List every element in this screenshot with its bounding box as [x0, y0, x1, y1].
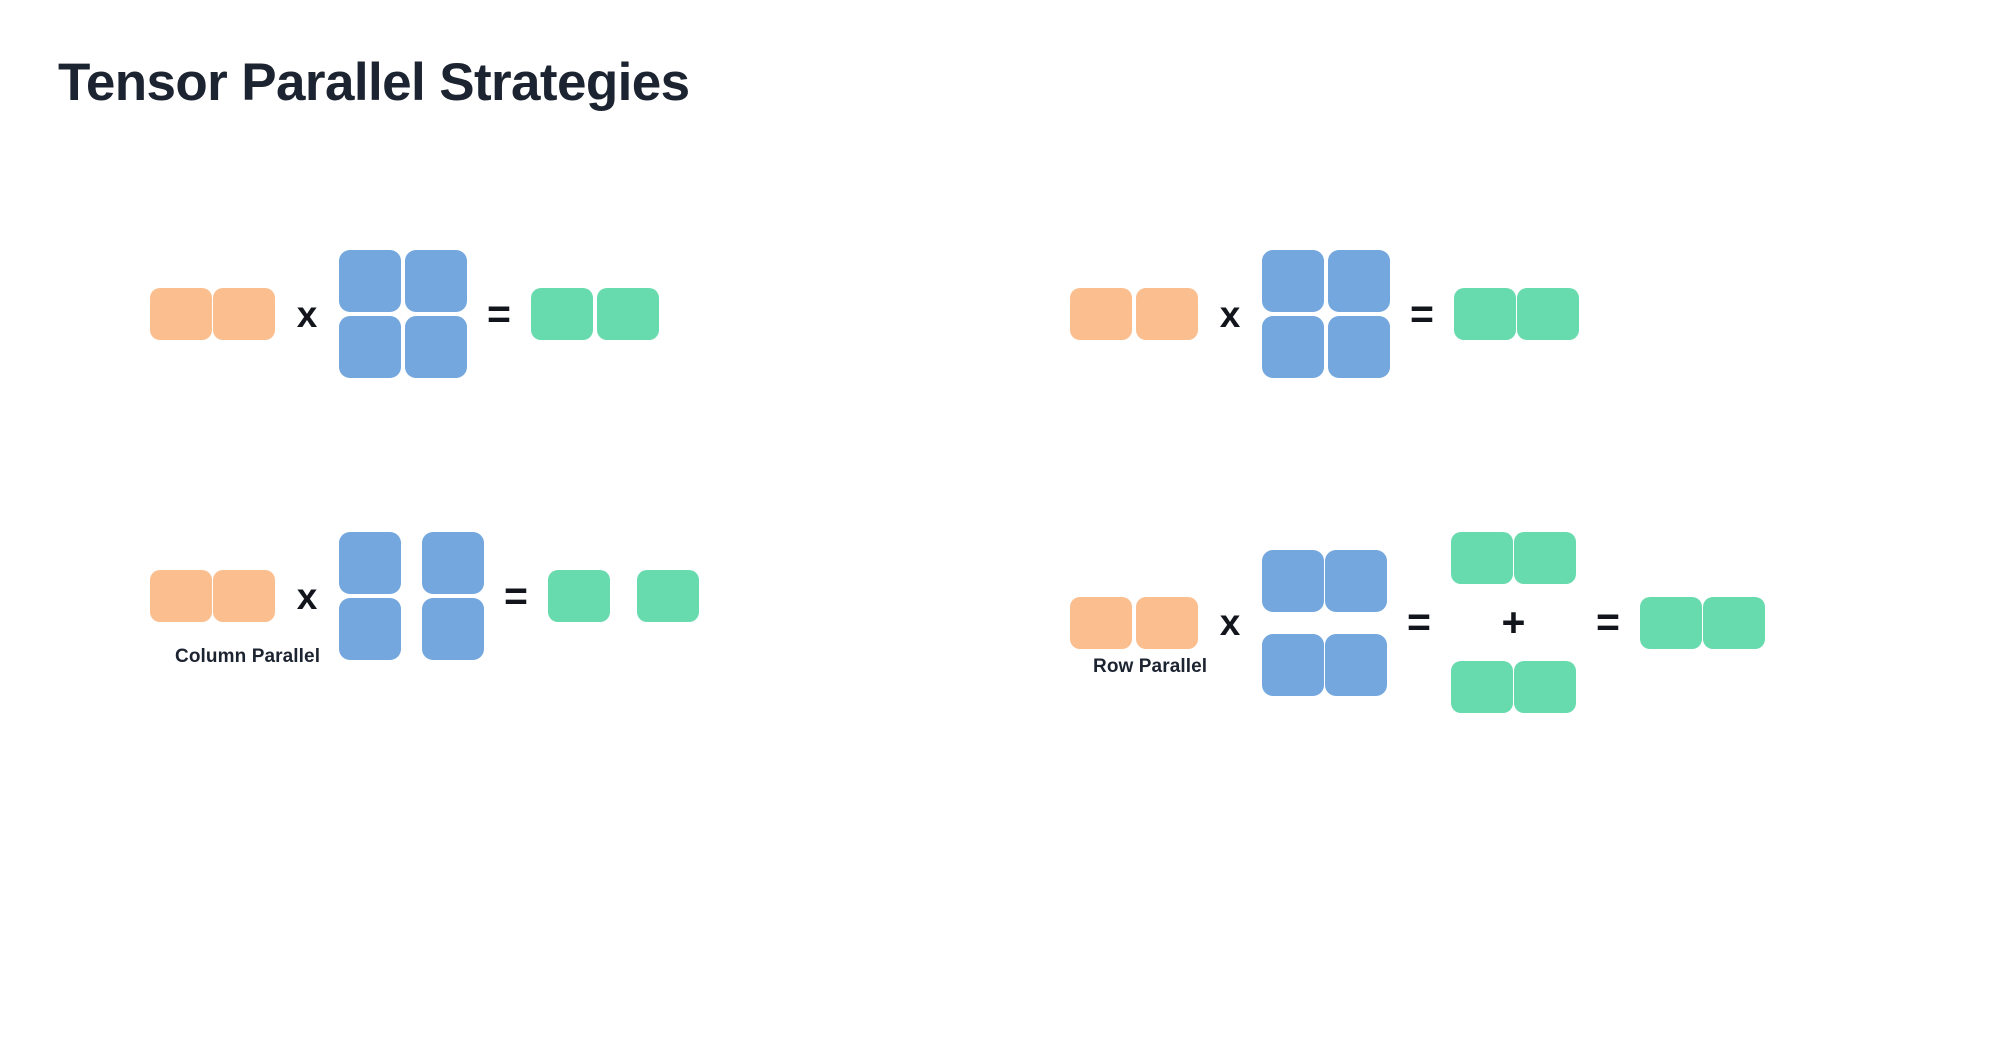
partial-output-shard-0: [1451, 532, 1576, 584]
partial-sum-stack: +: [1451, 532, 1576, 713]
matrix-row: [1070, 288, 1198, 340]
matrix-cell: [339, 316, 401, 378]
matrix-cell: [531, 288, 593, 340]
matrix-cell: [213, 570, 275, 622]
matrix-cell: [1136, 596, 1198, 649]
operator-equals: =: [504, 572, 528, 619]
matrix-row: [339, 316, 467, 378]
operator-plus: +: [1501, 599, 1526, 645]
matrix-cell: [1136, 288, 1198, 340]
matrix-reduced-output: [1640, 596, 1765, 649]
panel-column-parallel: x =: [150, 250, 970, 890]
operator-equals-final: =: [1596, 599, 1620, 645]
matrix-input-activations: [150, 570, 275, 622]
page-title: Tensor Parallel Strategies: [58, 53, 690, 112]
matrix-cell: [1454, 288, 1516, 340]
matrix-cell-shard-0: [339, 598, 401, 660]
matrix-cell-shard-1: [422, 532, 484, 594]
matrix-row: [1262, 316, 1390, 378]
matrix-row: [150, 288, 275, 340]
matrix-cell: [1328, 250, 1390, 312]
matrix-row-shard-0: [1262, 549, 1387, 612]
matrix-cell-shard-1: [422, 598, 484, 660]
partial-output-shard-1: [1451, 661, 1576, 713]
matrix-weight-column-sharded: [339, 532, 484, 660]
matrix-cell: [1514, 532, 1576, 584]
matrix-cell: [1514, 661, 1576, 713]
matrix-output-activations: [1454, 288, 1579, 340]
operator-times: x: [1219, 602, 1241, 643]
matrix-cell: [1451, 661, 1513, 713]
matrix-row: [1262, 250, 1390, 312]
matrix-row: [1454, 288, 1579, 340]
matrix-cell: [1262, 633, 1324, 696]
matrix-cell-shard-0: [548, 570, 610, 622]
matrix-cell: [597, 288, 659, 340]
matrix-output-activations: [531, 288, 659, 340]
matrix-input-activations: [1070, 288, 1198, 340]
matrix-weight: [1262, 250, 1390, 378]
matrix-cell: [1262, 250, 1324, 312]
matrix-cell: [1640, 596, 1702, 649]
operator-times: x: [296, 575, 318, 617]
operator-equals: =: [1410, 290, 1434, 337]
matrix-row: [339, 250, 467, 312]
matrix-cell-shard-0: [339, 532, 401, 594]
matrix-cell: [405, 316, 467, 378]
equation-column-parallel-sharded: x =: [150, 532, 699, 660]
matrix-input-activations: [1070, 596, 1198, 649]
matrix-cell: [1703, 596, 1765, 649]
matrix-row: [150, 570, 275, 622]
operator-times: x: [1219, 293, 1241, 335]
matrix-cell: [1451, 532, 1513, 584]
equation-column-parallel-unsharded: x =: [150, 250, 659, 378]
equation-row-parallel-unsharded: x =: [1070, 250, 1579, 378]
matrix-row: [339, 532, 484, 594]
panel-row-parallel: x =: [1070, 250, 1970, 890]
matrix-cell: [1070, 288, 1132, 340]
matrix-cell: [1325, 549, 1387, 612]
matrix-cell: [1070, 596, 1132, 649]
matrix-cell: [1517, 288, 1579, 340]
matrix-cell: [1262, 316, 1324, 378]
matrix-row: [1070, 596, 1198, 649]
operator-equals: =: [1407, 599, 1431, 645]
matrix-row: [339, 598, 484, 660]
matrix-cell-shard-1: [637, 570, 699, 622]
matrix-cell: [150, 288, 212, 340]
matrix-cell: [1325, 633, 1387, 696]
matrix-input-activations: [150, 288, 275, 340]
operator-equals: =: [487, 290, 511, 337]
operator-times: x: [296, 293, 318, 335]
matrix-row: [548, 570, 699, 622]
matrix-cell: [150, 570, 212, 622]
matrix-weight-row-sharded: [1262, 549, 1387, 696]
matrix-row: [1640, 596, 1765, 649]
matrix-row-shard-1: [1262, 633, 1387, 696]
matrix-cell: [405, 250, 467, 312]
caption-row-parallel: Row Parallel: [1093, 656, 1208, 677]
matrix-output-column-sharded: [548, 570, 699, 622]
matrix-cell: [213, 288, 275, 340]
matrix-cell: [1262, 549, 1324, 612]
matrix-cell: [1328, 316, 1390, 378]
matrix-weight: [339, 250, 467, 378]
matrix-cell: [339, 250, 401, 312]
caption-column-parallel: Column Parallel: [175, 646, 321, 667]
matrix-row: [531, 288, 659, 340]
equation-row-parallel-sharded: x = +: [1070, 532, 1765, 713]
